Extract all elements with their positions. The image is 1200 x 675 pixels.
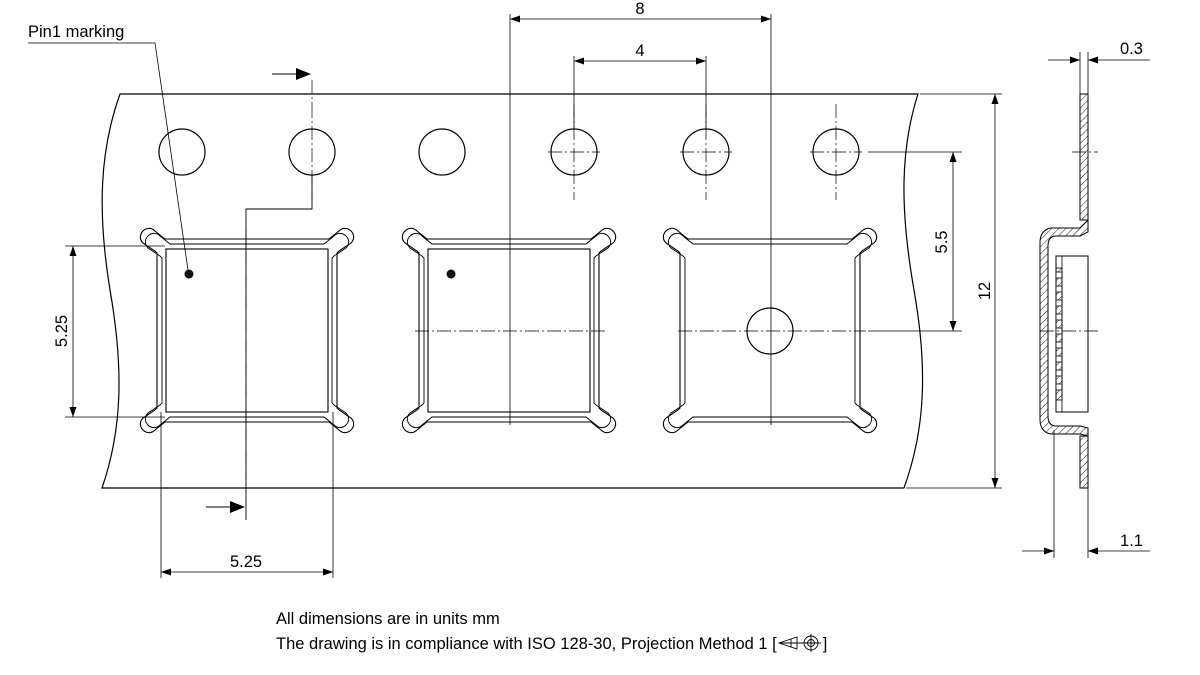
compliance-prefix: The drawing is in compliance with ISO 12… <box>276 635 777 653</box>
pocket-inner-outline <box>406 232 612 429</box>
dimension-tape-width <box>906 93 1002 489</box>
dim-5-25-vertical-text: 5.25 <box>53 315 71 347</box>
dim-0-3-text: 0.3 <box>1120 40 1143 58</box>
pocket-inner-outline <box>144 232 350 429</box>
dimension-tape-thickness <box>1048 52 1150 94</box>
dim-5-5-text: 5.5 <box>933 231 951 254</box>
dim-1-1-text: 1.1 <box>1120 532 1143 550</box>
compliance-note: The drawing is in compliance with ISO 12… <box>276 633 827 654</box>
projection-method-1-icon <box>777 634 821 652</box>
pin1-marking-label: Pin1 marking <box>28 23 124 41</box>
carrier-tape-outline <box>101 93 924 489</box>
sprocket-hole <box>418 128 466 176</box>
pocket-outline <box>662 227 878 434</box>
dim-8-text: 8 <box>635 0 644 18</box>
component-body <box>165 248 329 413</box>
dimension-pocket-width <box>160 412 334 578</box>
pocket-inner-outline <box>667 232 873 429</box>
pocket-outline <box>401 227 617 434</box>
side-section-view <box>1039 93 1098 489</box>
pin1-dot <box>446 269 456 279</box>
pockets <box>139 227 878 434</box>
compliance-suffix: ] <box>822 635 828 653</box>
dimension-pocket-depth <box>1022 430 1150 558</box>
dim-4-text: 4 <box>635 42 644 60</box>
pocket-outline <box>139 227 355 434</box>
dimension-hole-to-pocket <box>868 151 962 332</box>
dimension-pitch-sprocket <box>573 56 707 128</box>
dimension-pitch-pocket <box>509 14 772 425</box>
sprocket-hole <box>158 128 206 176</box>
dimension-pocket-height <box>65 245 165 418</box>
dim-5-25-horizontal-text: 5.25 <box>230 553 262 571</box>
centerlines <box>245 80 866 480</box>
component-body <box>427 248 591 413</box>
pin1-dot <box>184 269 194 279</box>
units-note: All dimensions are in units mm <box>276 610 500 628</box>
section-reference <box>206 70 313 520</box>
pin1-leader <box>28 42 189 271</box>
sprocket-holes <box>158 128 860 176</box>
dim-12-text: 12 <box>976 282 994 300</box>
pocket-center-hole <box>746 307 794 355</box>
